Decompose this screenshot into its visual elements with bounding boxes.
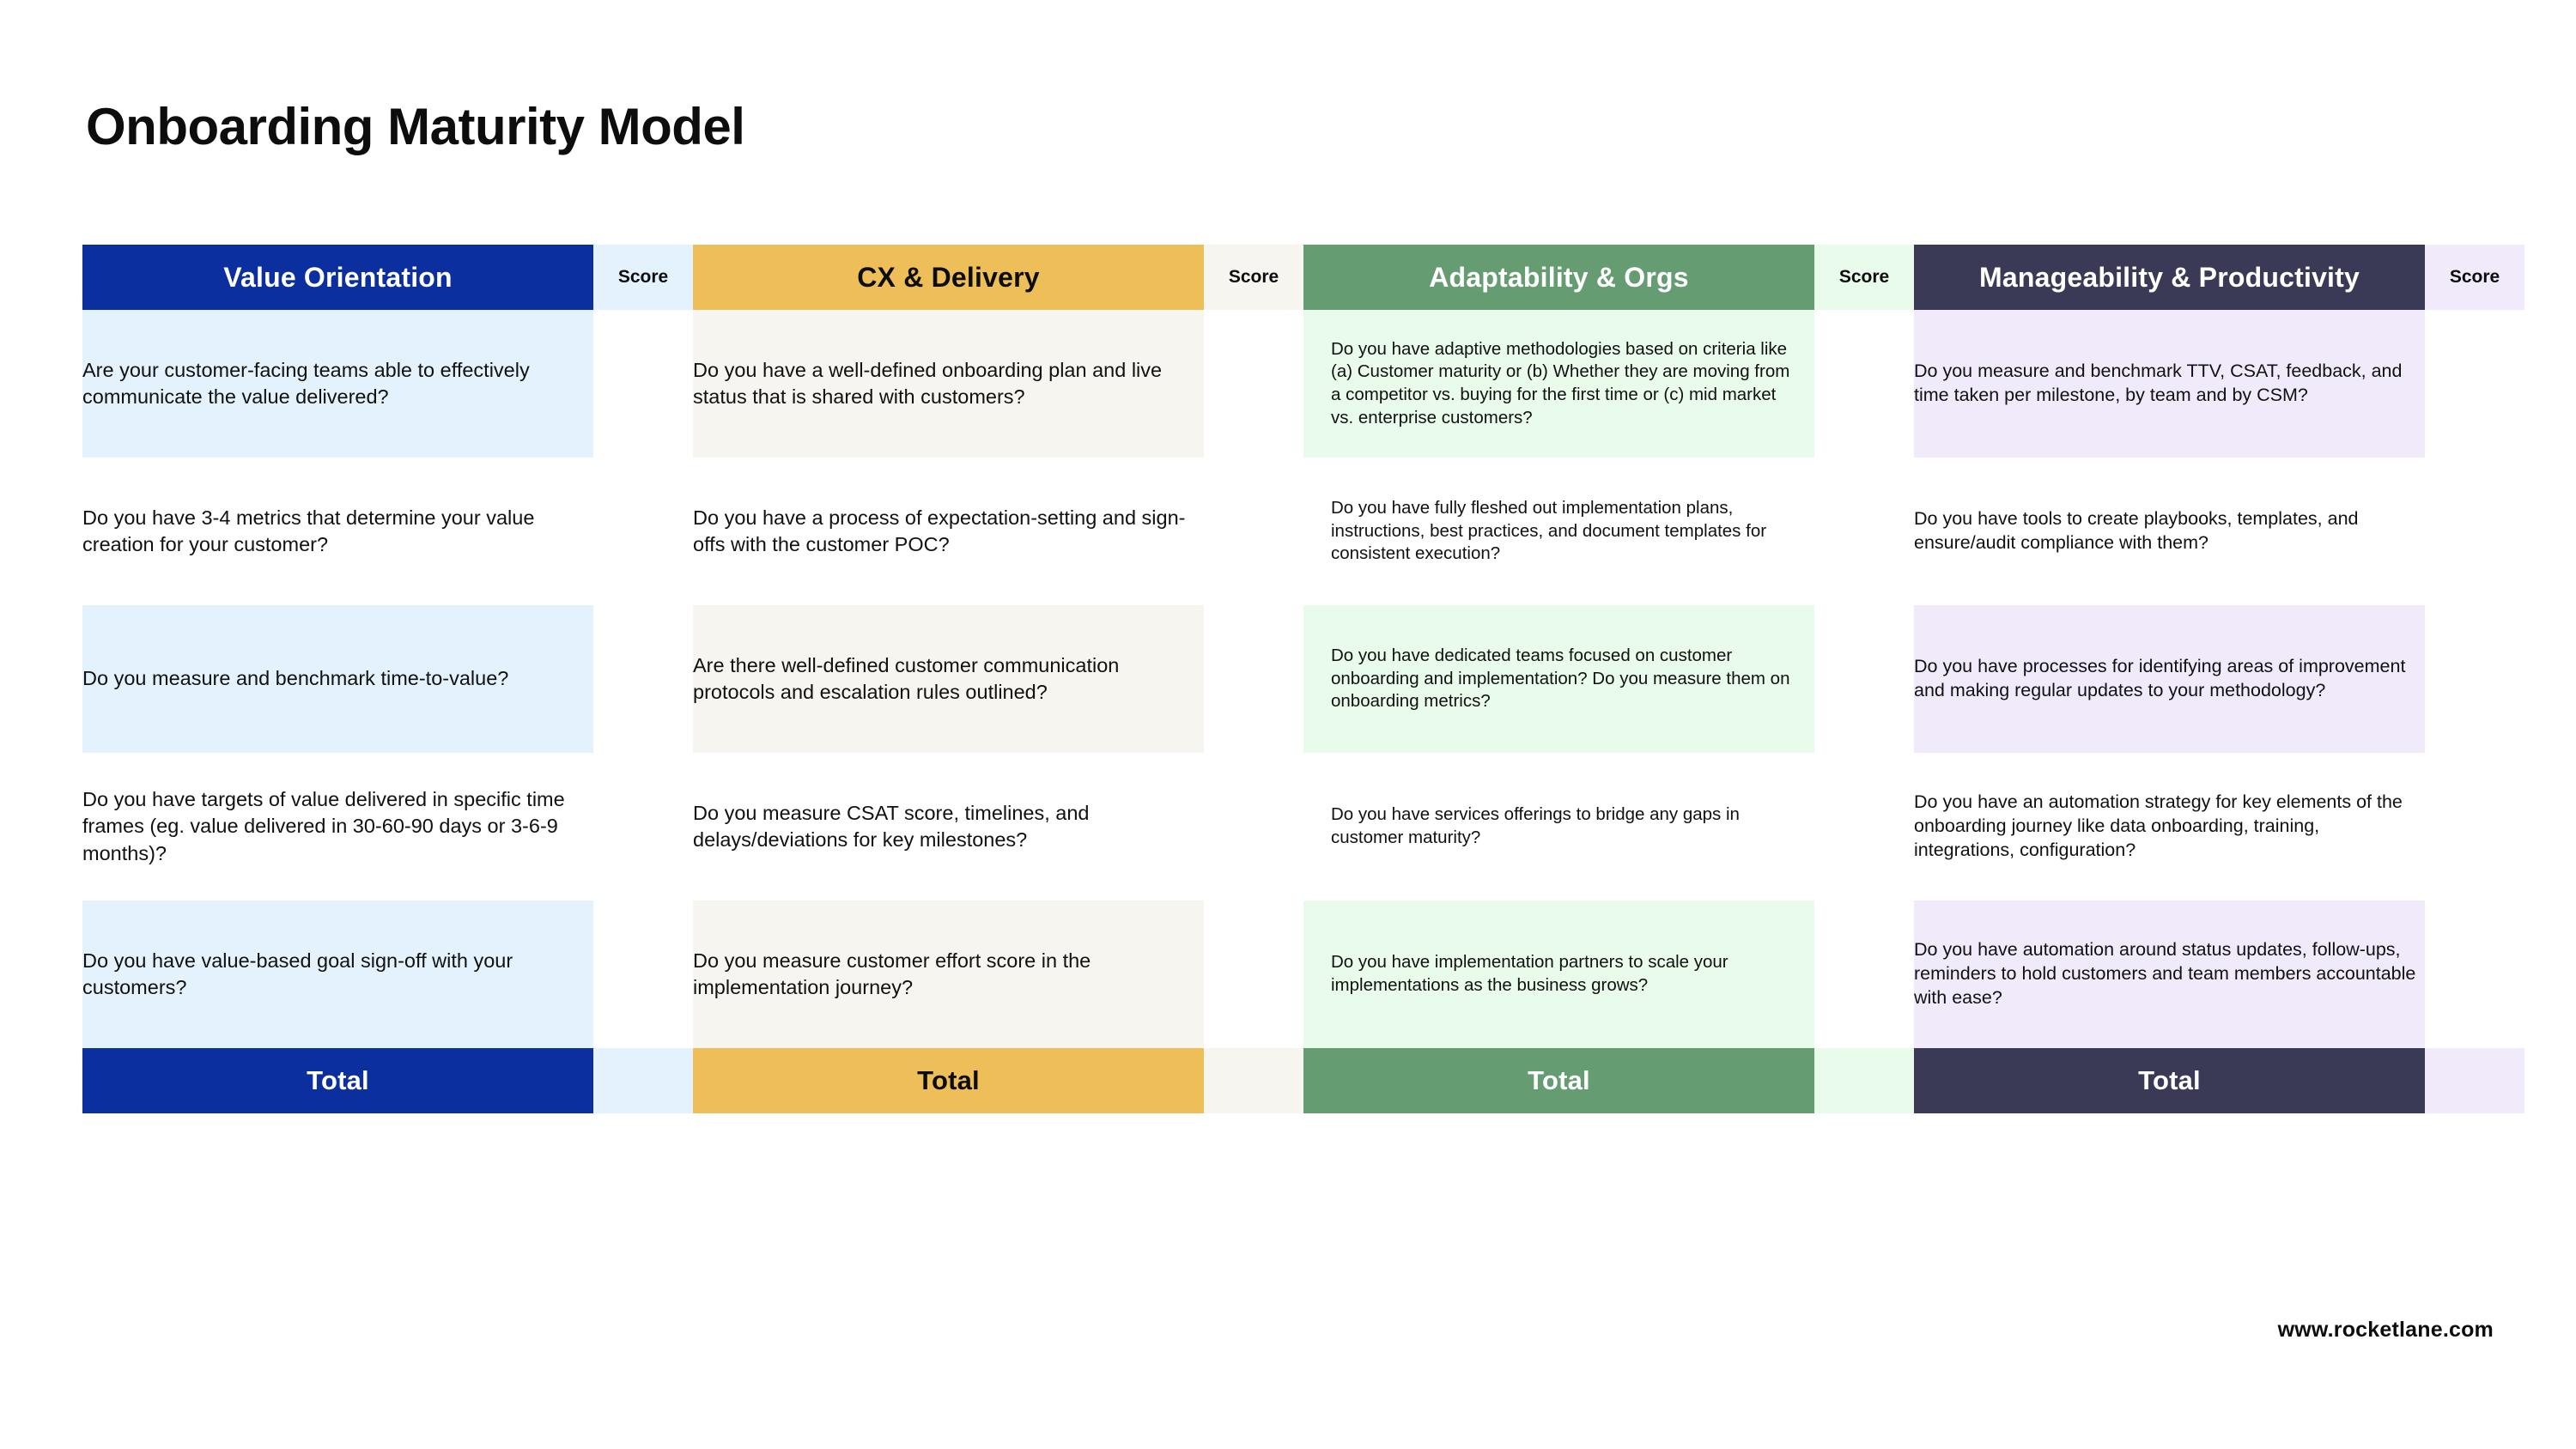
question-cell-adaptability_orgs-1: Do you have adaptive methodologies based…: [1303, 310, 1814, 458]
score-header-manageability_productivity: Score: [2425, 245, 2524, 310]
score-cell-manageability_productivity-1[interactable]: [2425, 310, 2524, 458]
question-cell-cx_delivery-3: Are there well-defined customer communic…: [693, 605, 1204, 753]
question-cell-cx_delivery-1: Do you have a well-defined onboarding pl…: [693, 310, 1204, 458]
total-score-cell-value_orientation[interactable]: [593, 1048, 693, 1113]
total-score-cell-adaptability_orgs[interactable]: [1814, 1048, 1914, 1113]
category-header-adaptability_orgs: Adaptability & Orgs: [1303, 245, 1814, 310]
question-cell-value_orientation-5: Do you have value-based goal sign-off wi…: [82, 900, 593, 1048]
question-cell-manageability_productivity-1: Do you measure and benchmark TTV, CSAT, …: [1914, 310, 2425, 458]
score-header-adaptability_orgs: Score: [1814, 245, 1914, 310]
question-cell-adaptability_orgs-5: Do you have implementation partners to s…: [1303, 900, 1814, 1048]
category-header-value_orientation: Value Orientation: [82, 245, 593, 310]
category-header-manageability_productivity: Manageability & Productivity: [1914, 245, 2425, 310]
footer-website-label: www.rocketlane.com: [2277, 1318, 2494, 1342]
question-cell-adaptability_orgs-3: Do you have dedicated teams focused on c…: [1303, 605, 1814, 753]
total-score-cell-cx_delivery[interactable]: [1204, 1048, 1303, 1113]
category-header-cx_delivery: CX & Delivery: [693, 245, 1204, 310]
matrix-total-row-group: Total Total Total Total: [82, 1048, 2524, 1113]
question-cell-manageability_productivity-5: Do you have automation around status upd…: [1914, 900, 2425, 1048]
score-cell-cx_delivery-4[interactable]: [1204, 753, 1303, 900]
total-label-manageability_productivity: Total: [1914, 1048, 2425, 1113]
score-cell-manageability_productivity-3[interactable]: [2425, 605, 2524, 753]
question-cell-value_orientation-2: Do you have 3-4 metrics that determine y…: [82, 458, 593, 605]
score-cell-value_orientation-1[interactable]: [593, 310, 693, 458]
question-cell-value_orientation-3: Do you measure and benchmark time-to-val…: [82, 605, 593, 753]
matrix-body: Are your customer-facing teams able to e…: [82, 310, 2524, 1048]
score-cell-value_orientation-5[interactable]: [593, 900, 693, 1048]
question-row: Do you measure and benchmark time-to-val…: [82, 605, 2524, 753]
question-cell-value_orientation-4: Do you have targets of value delivered i…: [82, 753, 593, 900]
score-cell-cx_delivery-1[interactable]: [1204, 310, 1303, 458]
score-cell-manageability_productivity-2[interactable]: [2425, 458, 2524, 605]
matrix-total-row: Total Total Total Total: [82, 1048, 2524, 1113]
score-cell-cx_delivery-5[interactable]: [1204, 900, 1303, 1048]
question-cell-adaptability_orgs-4: Do you have services offerings to bridge…: [1303, 753, 1814, 900]
score-cell-value_orientation-4[interactable]: [593, 753, 693, 900]
score-cell-value_orientation-2[interactable]: [593, 458, 693, 605]
question-cell-manageability_productivity-4: Do you have an automation strategy for k…: [1914, 753, 2425, 900]
question-row: Are your customer-facing teams able to e…: [82, 310, 2524, 458]
score-cell-adaptability_orgs-2[interactable]: [1814, 458, 1914, 605]
question-cell-adaptability_orgs-2: Do you have fully fleshed out implementa…: [1303, 458, 1814, 605]
total-label-cx_delivery: Total: [693, 1048, 1204, 1113]
score-cell-cx_delivery-3[interactable]: [1204, 605, 1303, 753]
question-row: Do you have value-based goal sign-off wi…: [82, 900, 2524, 1048]
score-cell-adaptability_orgs-3[interactable]: [1814, 605, 1914, 753]
question-cell-manageability_productivity-3: Do you have processes for identifying ar…: [1914, 605, 2425, 753]
question-row: Do you have targets of value delivered i…: [82, 753, 2524, 900]
total-score-cell-manageability_productivity[interactable]: [2425, 1048, 2524, 1113]
score-cell-cx_delivery-2[interactable]: [1204, 458, 1303, 605]
question-cell-cx_delivery-2: Do you have a process of expectation-set…: [693, 458, 1204, 605]
score-cell-adaptability_orgs-4[interactable]: [1814, 753, 1914, 900]
score-cell-manageability_productivity-4[interactable]: [2425, 753, 2524, 900]
score-cell-value_orientation-3[interactable]: [593, 605, 693, 753]
question-row: Do you have 3-4 metrics that determine y…: [82, 458, 2524, 605]
question-cell-cx_delivery-4: Do you measure CSAT score, timelines, an…: [693, 753, 1204, 900]
question-cell-cx_delivery-5: Do you measure customer effort score in …: [693, 900, 1204, 1048]
question-cell-value_orientation-1: Are your customer-facing teams able to e…: [82, 310, 593, 458]
score-cell-manageability_productivity-5[interactable]: [2425, 900, 2524, 1048]
total-label-adaptability_orgs: Total: [1303, 1048, 1814, 1113]
question-cell-manageability_productivity-2: Do you have tools to create playbooks, t…: [1914, 458, 2425, 605]
score-header-value_orientation: Score: [593, 245, 693, 310]
page-title: Onboarding Maturity Model: [86, 98, 745, 155]
score-cell-adaptability_orgs-1[interactable]: [1814, 310, 1914, 458]
total-label-value_orientation: Total: [82, 1048, 593, 1113]
score-header-cx_delivery: Score: [1204, 245, 1303, 310]
score-cell-adaptability_orgs-5[interactable]: [1814, 900, 1914, 1048]
